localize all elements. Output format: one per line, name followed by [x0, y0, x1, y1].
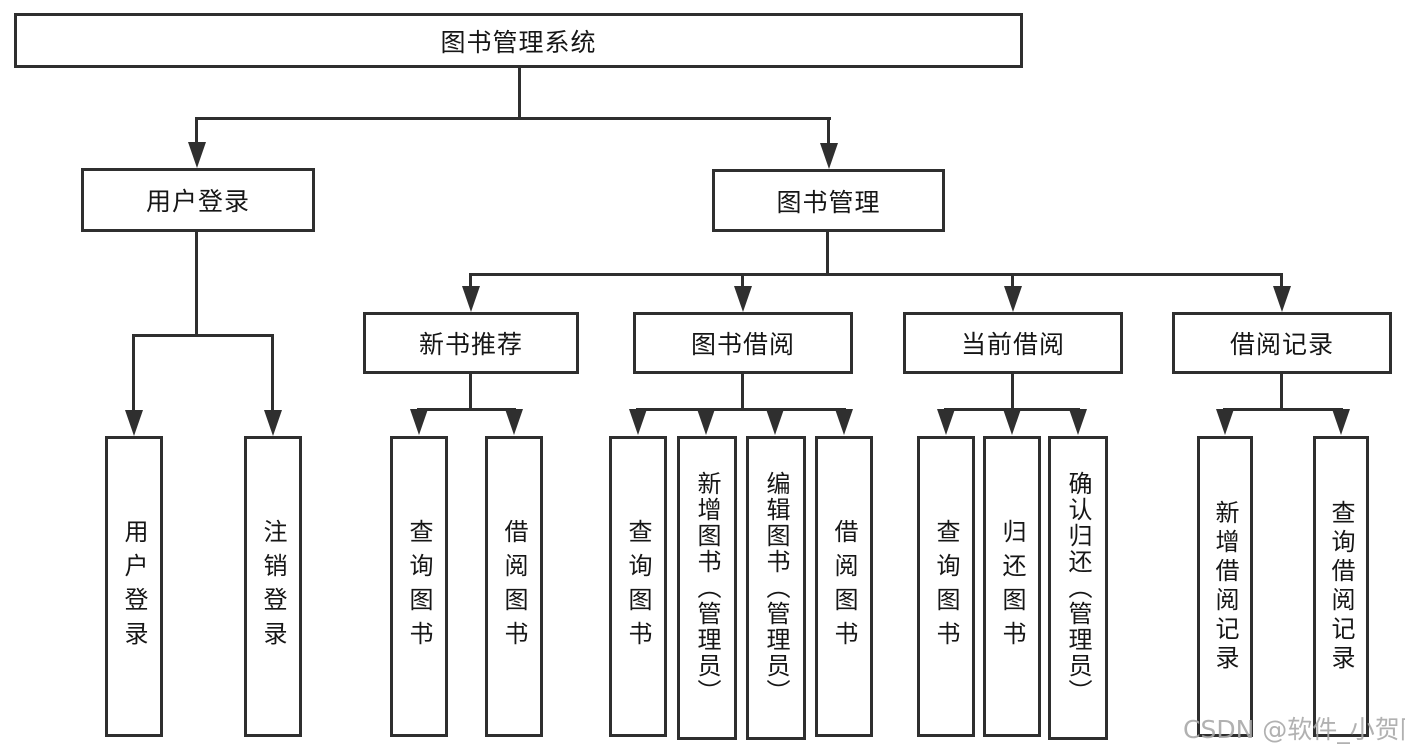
arrow-leaf — [505, 409, 523, 435]
arrow-to-book-management — [820, 143, 838, 169]
leaf-confirm-return-admin: 确认归还（管理员） — [1048, 436, 1108, 740]
connector-drop-user-login — [195, 117, 198, 147]
connector-drop-book-management — [827, 117, 830, 147]
leaf-add-borrow-record: 新增借阅记录 — [1197, 436, 1253, 737]
connector-user-login-rail — [132, 334, 274, 337]
leaf-recommend-borrow-books-label: 借阅图书 — [500, 518, 528, 655]
leaf-query-borrow-record: 查询借阅记录 — [1313, 436, 1369, 737]
leaf-recommend-query-books-label: 查询图书 — [405, 518, 433, 655]
node-book-borrow-label: 图书借阅 — [690, 330, 795, 359]
leaf-add-borrow-record-label: 新增借阅记录 — [1211, 499, 1239, 674]
node-borrow-records-label: 借阅记录 — [1229, 330, 1334, 359]
node-book-management-label: 图书管理 — [776, 187, 881, 217]
arrow-leaf — [1332, 409, 1350, 435]
connector-drop-current — [1011, 273, 1014, 289]
connector-user-login-stem — [195, 232, 198, 334]
arrow-to-login-leaf — [125, 410, 143, 436]
leaf-edit-books-admin: 编辑图书（管理员） — [746, 436, 806, 740]
connector-level2-rail — [195, 117, 831, 120]
leaf-borrow-query-books-label: 查询图书 — [624, 518, 652, 655]
connector-drop-logout-leaf — [271, 334, 274, 414]
node-root-label: 图书管理系统 — [440, 27, 597, 57]
arrow-leaf — [1069, 409, 1087, 435]
connector-drop-borrow — [741, 273, 744, 289]
leaf-current-query-books-label: 查询图书 — [932, 518, 960, 655]
arrow-leaf — [937, 409, 955, 435]
node-user-login-label: 用户登录 — [145, 187, 250, 216]
node-new-book-recommend-label: 新书推荐 — [418, 330, 523, 359]
leaf-user-login-label: 用户登录 — [120, 518, 148, 655]
connector-root-stem — [518, 68, 521, 117]
connector-borrow-stem — [741, 374, 744, 408]
connector-records-stem — [1280, 374, 1283, 408]
node-current-borrow-label: 当前借阅 — [960, 330, 1065, 359]
connector-drop-login-leaf — [132, 334, 135, 414]
node-book-management: 图书管理 — [712, 169, 945, 232]
leaf-logout-label: 注销登录 — [259, 518, 287, 655]
connector-recommend-rail — [417, 408, 516, 411]
arrow-to-borrow — [734, 286, 752, 312]
leaf-query-borrow-record-label: 查询借阅记录 — [1327, 499, 1355, 674]
node-book-borrow: 图书借阅 — [633, 312, 853, 374]
arrow-leaf — [697, 409, 715, 435]
arrow-leaf — [629, 409, 647, 435]
leaf-add-books-admin-label: 新增图书（管理员） — [693, 471, 721, 705]
connector-drop-recommend — [469, 273, 472, 289]
leaf-borrow-books: 借阅图书 — [815, 436, 873, 737]
connector-recommend-stem — [469, 374, 472, 408]
arrow-to-user-login — [188, 142, 206, 168]
leaf-current-query-books: 查询图书 — [917, 436, 975, 737]
arrow-to-logout-leaf — [264, 410, 282, 436]
leaf-return-books: 归还图书 — [983, 436, 1041, 737]
leaf-borrow-books-label: 借阅图书 — [830, 518, 858, 655]
node-user-login: 用户登录 — [81, 168, 315, 232]
csdn-watermark: CSDN @软件_小贺同学 — [1183, 715, 1405, 744]
leaf-logout: 注销登录 — [244, 436, 302, 737]
connector-records-rail — [1223, 408, 1343, 411]
leaf-edit-books-admin-label: 编辑图书（管理员） — [762, 471, 790, 705]
connector-drop-records — [1280, 273, 1283, 289]
arrow-to-current — [1004, 286, 1022, 312]
arrow-leaf — [1003, 409, 1021, 435]
connector-level3-rail — [469, 273, 1282, 276]
leaf-recommend-query-books: 查询图书 — [390, 436, 448, 737]
arrow-leaf — [1216, 409, 1234, 435]
arrow-leaf — [766, 409, 784, 435]
leaf-user-login: 用户登录 — [105, 436, 163, 737]
node-current-borrow: 当前借阅 — [903, 312, 1123, 374]
leaf-recommend-borrow-books: 借阅图书 — [485, 436, 543, 737]
node-root: 图书管理系统 — [14, 13, 1023, 68]
arrow-to-records — [1273, 286, 1291, 312]
connector-borrow-rail — [636, 408, 846, 411]
leaf-return-books-label: 归还图书 — [998, 518, 1026, 655]
arrow-leaf — [835, 409, 853, 435]
connector-current-stem — [1011, 374, 1014, 408]
arrow-to-recommend — [462, 286, 480, 312]
node-borrow-records: 借阅记录 — [1172, 312, 1392, 374]
leaf-add-books-admin: 新增图书（管理员） — [677, 436, 737, 740]
node-new-book-recommend: 新书推荐 — [363, 312, 579, 374]
arrow-leaf — [410, 409, 428, 435]
connector-book-management-stem — [826, 232, 829, 275]
leaf-confirm-return-admin-label: 确认归还（管理员） — [1064, 471, 1092, 705]
leaf-borrow-query-books: 查询图书 — [609, 436, 667, 737]
